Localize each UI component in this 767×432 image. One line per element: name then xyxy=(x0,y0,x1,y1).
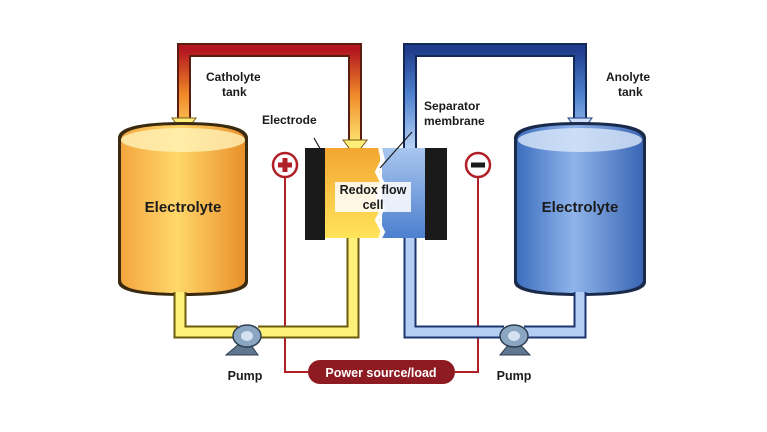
anolyte-tank-label-line2: tank xyxy=(618,85,643,99)
power-source-load: Power source/load xyxy=(308,360,455,384)
power-source-label: Power source/load xyxy=(325,366,436,380)
redox-flow-cell xyxy=(305,131,447,240)
positive-electrode xyxy=(305,148,325,240)
pump-icon xyxy=(498,324,532,356)
separator-label-line2: membrane xyxy=(424,114,485,128)
separator-label-line1: Separator xyxy=(424,99,480,113)
anolyte-supply-pipe xyxy=(396,216,587,339)
electrode-label: Electrode xyxy=(262,113,317,127)
external-circuit-wire xyxy=(284,178,479,373)
right-pump-label: Pump xyxy=(497,369,532,383)
catholyte-tank xyxy=(118,122,248,296)
minus-icon xyxy=(464,151,492,179)
anolyte-tank xyxy=(514,122,646,296)
anolyte-return-pipe xyxy=(403,43,593,150)
catholyte-tank-label-line2: tank xyxy=(222,85,247,99)
left-pump-label: Pump xyxy=(228,369,263,383)
pump-icon xyxy=(224,324,262,356)
catholyte-tank-label-line1: Catholyte xyxy=(206,70,261,84)
negative-electrode xyxy=(425,148,447,240)
right-electrolyte-label: Electrolyte xyxy=(542,199,619,216)
redox-cell-label-line2: cell xyxy=(363,198,384,212)
anolyte-tank-label-line1: Anolyte xyxy=(606,70,650,84)
plus-icon xyxy=(271,151,299,179)
redox-cell-label-line1: Redox flow xyxy=(340,183,407,197)
left-electrolyte-label: Electrolyte xyxy=(145,199,222,216)
